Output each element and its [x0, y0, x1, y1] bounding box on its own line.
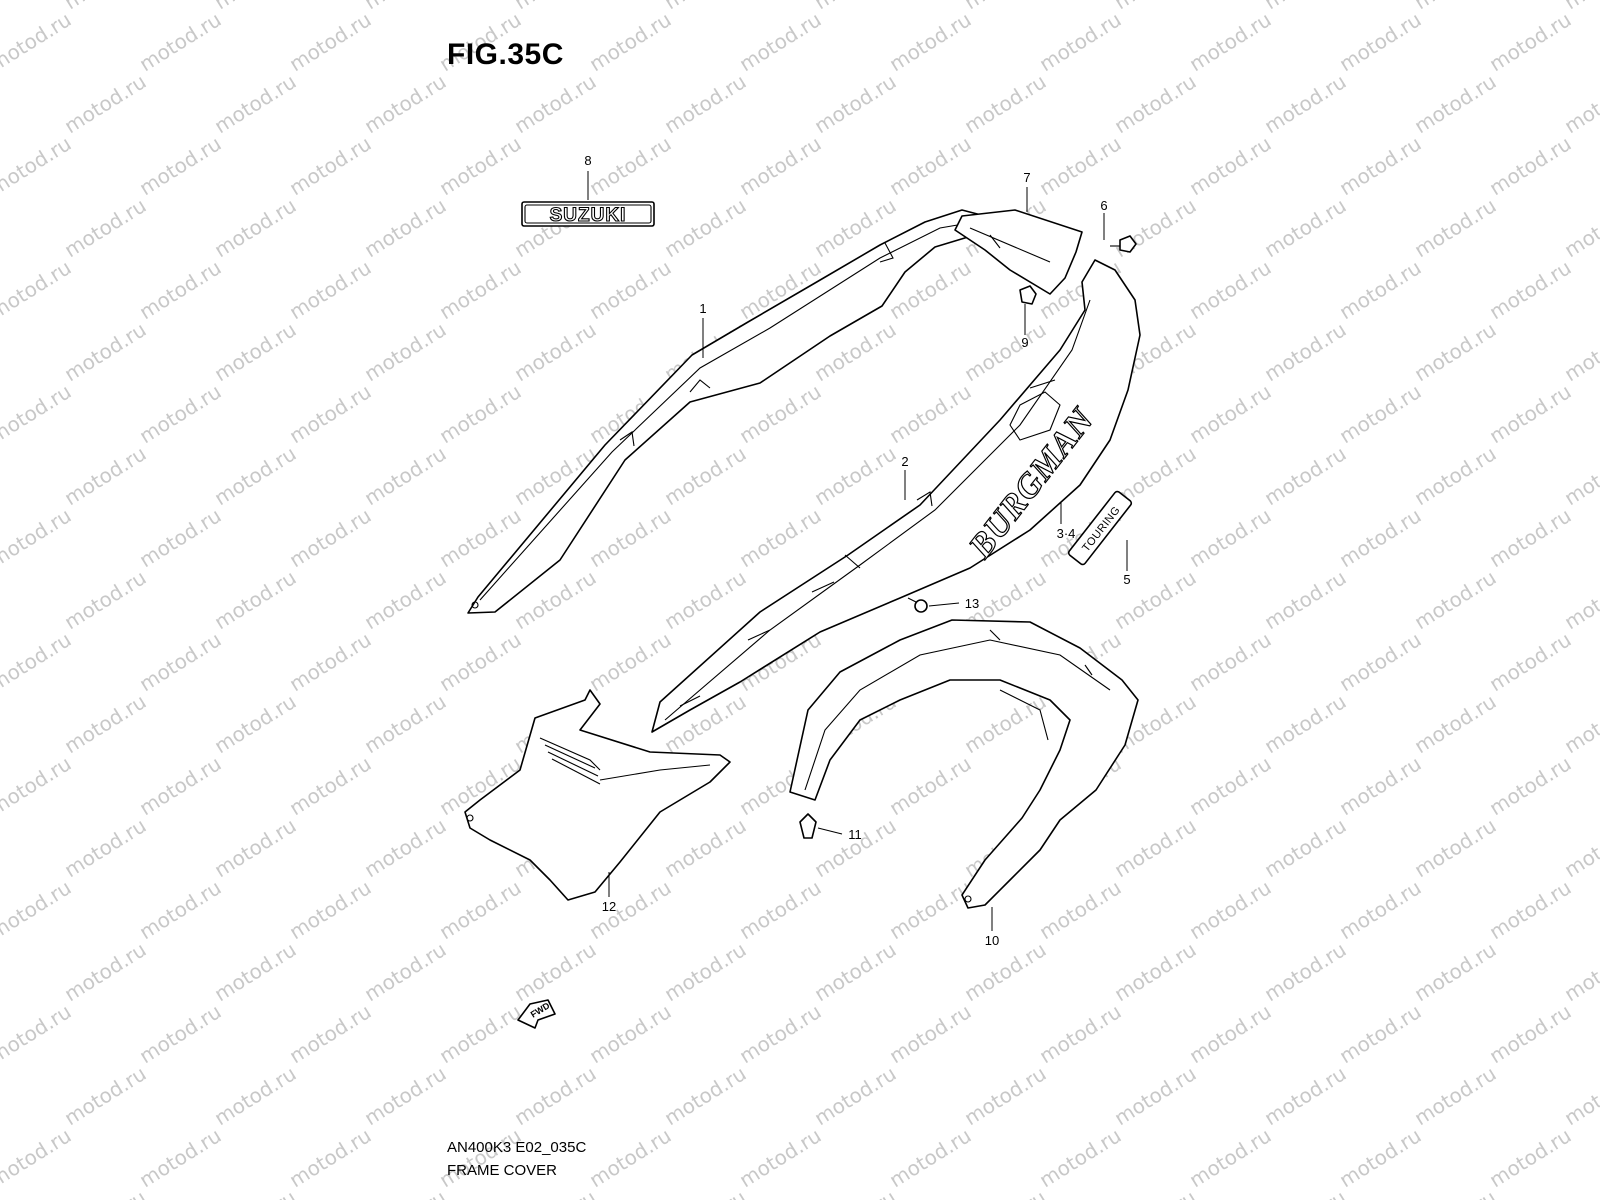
callout-8: 8	[584, 153, 591, 168]
part-12-lower-front-cover[interactable]	[464, 689, 731, 901]
callout-11: 11	[848, 827, 862, 842]
part-11-clip[interactable]	[799, 813, 817, 839]
callout-12: 12	[602, 899, 616, 914]
callout-7: 7	[1023, 170, 1030, 185]
part-2-frame-cover-body[interactable]	[651, 259, 1141, 733]
callout-5: 5	[1123, 572, 1130, 587]
suzuki-badge-text: SUZUKI	[550, 205, 627, 226]
callout-3-4: 3·4	[1057, 526, 1076, 541]
part-7-rear-upper-cover[interactable]	[954, 209, 1083, 295]
callout-13: 13	[965, 596, 979, 611]
callout-9: 9	[1021, 335, 1028, 350]
callout-1: 1	[699, 301, 706, 316]
fwd-direction-arrow: FWD	[517, 999, 556, 1029]
part-8-suzuki-badge[interactable]: SUZUKI	[521, 201, 655, 227]
callout-2: 2	[901, 454, 908, 469]
figure-title: FIG.35C	[447, 38, 564, 71]
part-10-rear-lower-cover[interactable]	[789, 619, 1139, 909]
leader-lines	[587, 171, 1128, 931]
part-9-clip[interactable]	[1019, 285, 1037, 305]
callout-6: 6	[1100, 198, 1107, 213]
callout-10: 10	[985, 933, 999, 948]
part-13-screw[interactable]	[907, 597, 928, 613]
part-6-clip[interactable]	[1110, 235, 1137, 253]
figure-code: AN400K3 E02_035C	[447, 1139, 587, 1156]
figure-name: FRAME COVER	[447, 1162, 558, 1179]
part-5-small-emblem[interactable]: TOURING	[1067, 490, 1133, 566]
